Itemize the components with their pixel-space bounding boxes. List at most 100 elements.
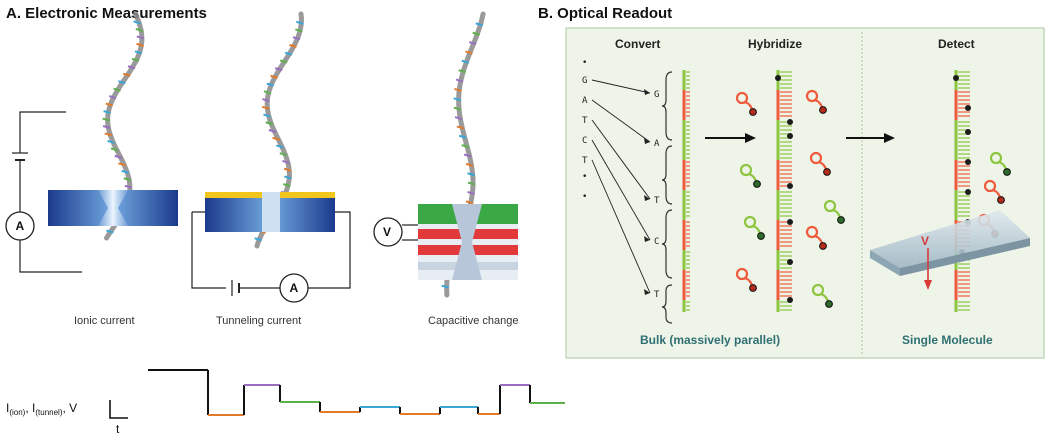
mapping-arrow: [591, 119, 651, 200]
optical-panel: [565, 27, 1045, 359]
fluorophore: [825, 300, 833, 308]
brace: [661, 284, 673, 324]
dna-base: [268, 129, 277, 133]
dna-base: [296, 20, 304, 25]
dna-base: [283, 167, 292, 172]
dna-base: [441, 284, 449, 289]
signal-trace-area: I(ion), I(tunnel), V t: [6, 369, 565, 436]
sequence-item: •: [582, 58, 587, 68]
ammeter-label: A: [290, 281, 299, 295]
dna-base: [454, 87, 462, 92]
dna-base: [261, 105, 270, 110]
dna-base: [467, 191, 475, 195]
dna-base: [113, 87, 121, 92]
dna-base: [461, 59, 470, 64]
sequence-item: C: [582, 136, 587, 146]
wire: [19, 240, 82, 273]
caption-capacitive-change: Capacitive change: [428, 315, 519, 327]
converted-base: G: [654, 90, 659, 100]
sequence-item: •: [582, 192, 587, 202]
dna-base: [279, 59, 288, 64]
dna-base: [453, 106, 462, 111]
dna-base: [254, 237, 263, 242]
fluorophore: [753, 180, 761, 188]
dna-base: [136, 42, 144, 47]
fluorophore: [1003, 168, 1011, 176]
dna-base: [472, 31, 480, 36]
panel-a-title: A. Electronic Measurements: [6, 5, 207, 22]
nanopore-slab: [870, 210, 1030, 276]
dna-base: [107, 139, 115, 144]
arrowhead: [644, 195, 650, 201]
converted-base: T: [654, 196, 660, 206]
dna-base: [266, 82, 275, 87]
header-convert: Convert: [615, 37, 660, 51]
probe-loop: [805, 89, 819, 103]
fluorophore: [837, 216, 845, 224]
converted-base: T: [654, 290, 660, 300]
trace-axes: [109, 400, 128, 419]
bound-probe-marker: [787, 183, 793, 189]
fluorophore: [819, 242, 827, 250]
dna-base: [270, 74, 278, 79]
bound-probe-marker: [965, 129, 971, 135]
fluorophore: [819, 106, 827, 114]
process-arrow: [705, 133, 756, 143]
converted-bases: G A T C T: [591, 79, 660, 300]
dna-base: [468, 41, 477, 46]
probe-loop: [989, 151, 1003, 165]
fluorophore: [823, 168, 831, 176]
wire: [308, 211, 351, 289]
dna-base: [282, 159, 290, 164]
arrowhead: [644, 289, 650, 295]
dna-base: [458, 134, 467, 139]
dna-base: [292, 36, 301, 41]
dna-base: [123, 177, 132, 182]
dna-base: [105, 102, 114, 107]
mapping-arrow: [591, 159, 651, 294]
dna-base: [461, 144, 470, 149]
converted-base: A: [654, 139, 660, 149]
dna-base: [456, 125, 465, 130]
ionic-current-device: A Ionic current: [5, 111, 178, 327]
bound-probe-marker: [787, 297, 793, 303]
converted-base: C: [654, 237, 659, 247]
pore-channel: [98, 190, 128, 226]
dna-base: [467, 181, 476, 186]
bound-probe-marker: [787, 119, 793, 125]
wire: [191, 212, 226, 289]
step-trace: [148, 369, 565, 416]
dna-base: [263, 90, 272, 95]
voltage-label: V: [921, 234, 929, 248]
dna-base: [118, 80, 126, 85]
dna-base: [284, 51, 293, 56]
arrowhead: [644, 89, 650, 95]
caption-ionic-current: Ionic current: [74, 315, 135, 327]
dna-base: [103, 110, 111, 115]
dna-base: [102, 117, 110, 122]
ammeter-label: A: [16, 219, 25, 233]
dna-base: [265, 121, 274, 126]
dna-base: [104, 132, 113, 137]
sequence-item: •: [582, 172, 587, 182]
dna-base: [263, 113, 271, 118]
voltage-arrow: V: [921, 234, 932, 290]
fluorophore: [997, 196, 1005, 204]
probe-loop: [805, 225, 819, 239]
dna-base: [465, 162, 474, 167]
dna-base: [272, 136, 280, 141]
dna-base: [465, 200, 474, 205]
tunnel-gap: [262, 192, 280, 232]
dna-base: [262, 98, 270, 103]
bound-probe-marker: [965, 189, 971, 195]
dna-base: [118, 162, 126, 167]
dna-base: [106, 229, 114, 234]
bound-probe-marker: [775, 75, 781, 81]
dna-base: [133, 20, 141, 25]
bound-probe-marker: [965, 105, 971, 111]
dna-base: [455, 78, 464, 83]
tunneling-current-device: A Tunneling current: [191, 192, 351, 327]
bound-probe-marker: [787, 219, 793, 225]
